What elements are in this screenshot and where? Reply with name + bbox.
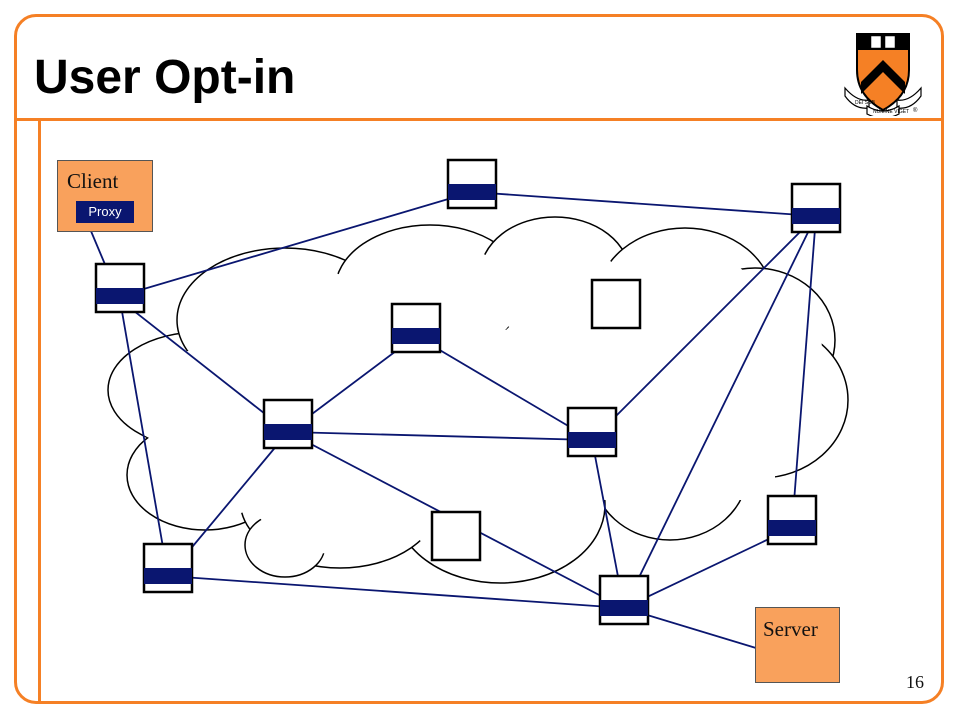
registered-mark-icon: ® bbox=[913, 107, 918, 114]
link-r4-r6 bbox=[415, 335, 593, 441]
motto-right-text: NUMINE VIGET bbox=[873, 109, 909, 115]
title-divider bbox=[14, 118, 944, 121]
router-node bbox=[446, 158, 498, 210]
link-r6-r3 bbox=[591, 215, 817, 441]
server-label: Server bbox=[763, 617, 818, 641]
link-r8-r10 bbox=[623, 527, 793, 609]
router-node-plain bbox=[590, 278, 642, 330]
router-node bbox=[766, 494, 818, 546]
princeton-shield-logo: DEI SUB NUMINE VIGET ® bbox=[844, 33, 922, 116]
proxy-box: Proxy bbox=[76, 201, 134, 223]
link-r9-r10 bbox=[167, 575, 625, 609]
link-r1-r2 bbox=[119, 191, 473, 297]
client-label: Client bbox=[67, 169, 119, 193]
link-r1-r9 bbox=[119, 299, 169, 577]
link-r3-r8 bbox=[791, 215, 817, 529]
router-node bbox=[262, 398, 314, 450]
left-divider bbox=[38, 121, 41, 703]
link-r1-r5 bbox=[119, 299, 289, 433]
server-box: Server bbox=[755, 607, 840, 683]
router-node bbox=[142, 542, 194, 594]
router-node bbox=[790, 182, 842, 234]
client-box: Client Proxy bbox=[57, 160, 153, 232]
slide-title: User Opt-in bbox=[34, 51, 296, 104]
motto-left-text: DEI SUB bbox=[855, 100, 876, 106]
router-node-plain bbox=[430, 510, 482, 562]
link-r10-r3 bbox=[623, 215, 817, 609]
router-node bbox=[390, 302, 442, 354]
router-node bbox=[598, 574, 650, 626]
link-r5-r6 bbox=[287, 431, 593, 441]
slide-frame bbox=[14, 14, 944, 704]
link-r2-r3 bbox=[471, 191, 817, 217]
router-node bbox=[94, 262, 146, 314]
internet-cloud-fill bbox=[119, 240, 832, 570]
router-node bbox=[566, 406, 618, 458]
page-number: 16 bbox=[906, 672, 924, 692]
router-nodes bbox=[94, 158, 842, 626]
